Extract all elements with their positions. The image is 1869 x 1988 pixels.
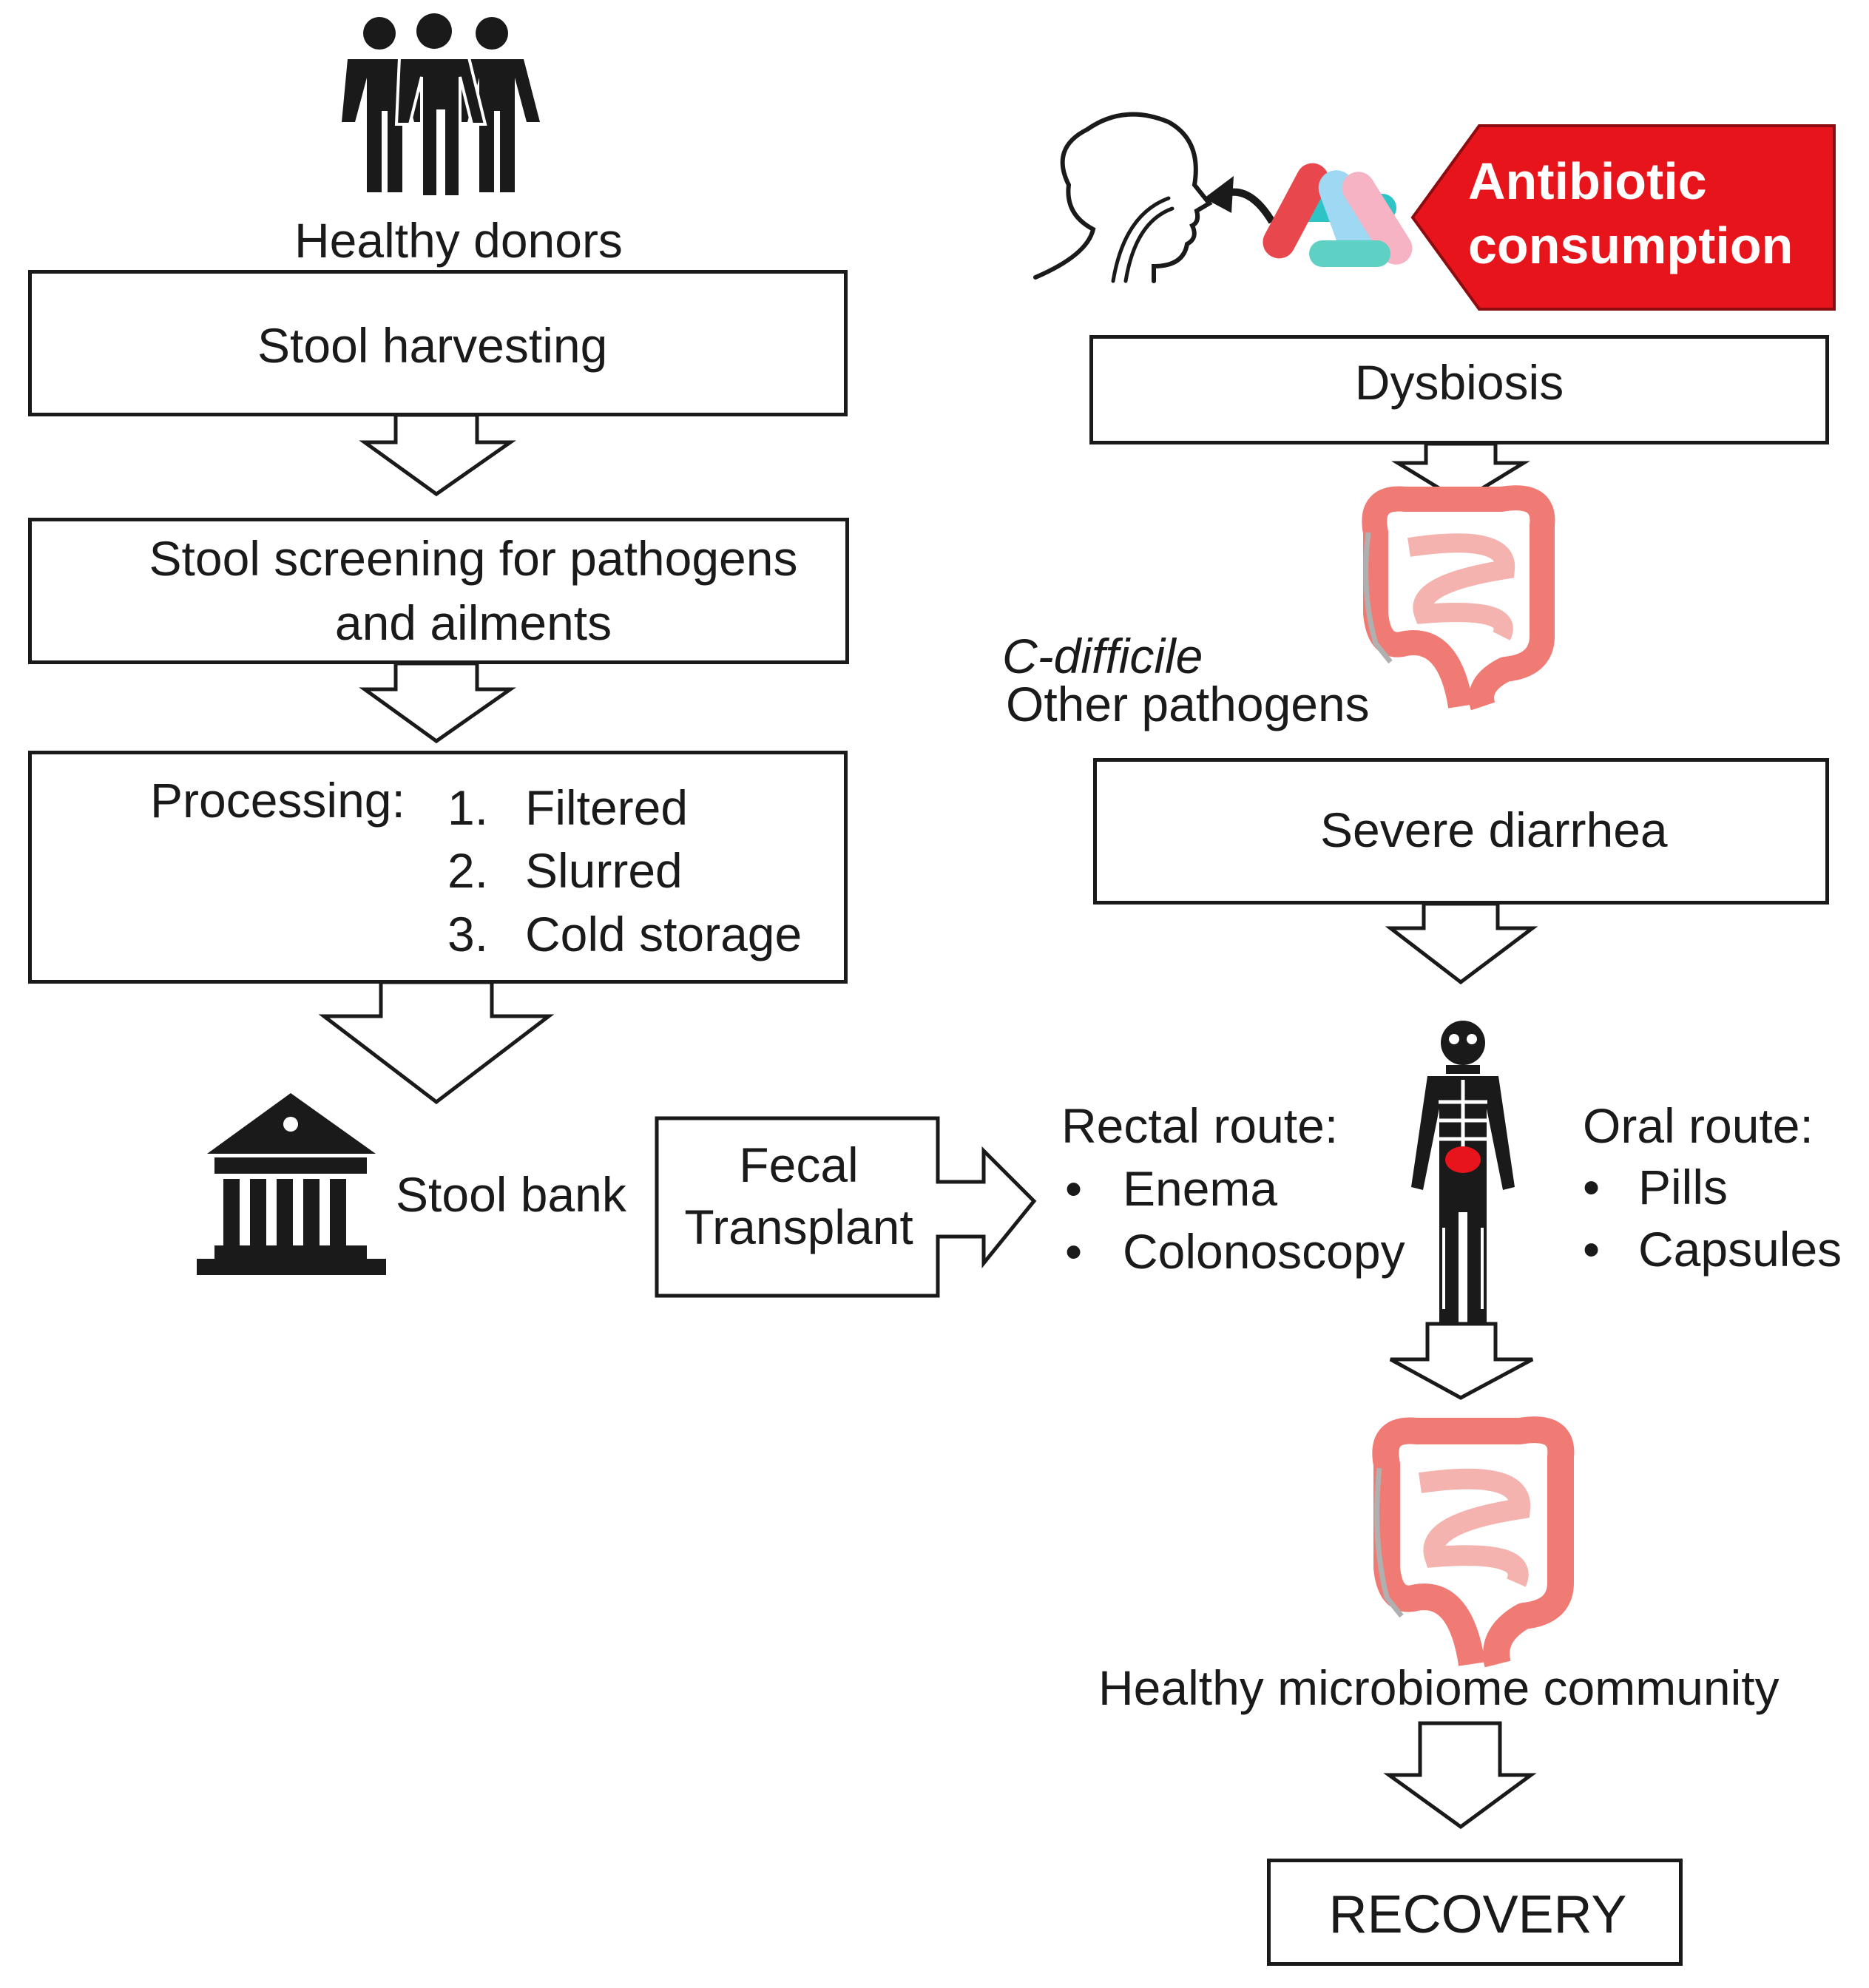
- processing-step-text: Filtered: [525, 780, 689, 835]
- processing-step-text: Cold storage: [525, 907, 802, 961]
- antibiotic-banner: [1410, 124, 1836, 311]
- antibiotic-line1: Antibiotic: [1468, 152, 1707, 210]
- rectal-route-title: Rectal route:: [1061, 1098, 1339, 1153]
- skeleton-icon: [1411, 1021, 1515, 1331]
- rectal-route-item: Colonoscopy: [1123, 1224, 1405, 1279]
- down-arrow-1: [359, 413, 516, 497]
- colon-icon-1: [1362, 485, 1555, 711]
- down-arrow-6: [1389, 1322, 1534, 1400]
- stool-screening-line1: Stool screening for pathogens: [149, 531, 798, 586]
- people-icon: [342, 13, 540, 198]
- healthy-donors-label: Healthy donors: [294, 213, 623, 268]
- stool-bank-label: Stool bank: [396, 1167, 626, 1222]
- head-profile-icon: [1033, 112, 1213, 283]
- stool-harvesting-label: Stool harvesting: [257, 318, 608, 373]
- oral-route-title: Oral route:: [1583, 1098, 1814, 1153]
- processing-step-number: 2.: [447, 843, 489, 898]
- pills-icon: [1263, 163, 1413, 267]
- list-bullet: •: [1583, 1222, 1601, 1277]
- down-arrow-4: [1391, 442, 1530, 504]
- stool-harvesting-box: [28, 270, 848, 416]
- fecal-transplant-line1: Fecal: [739, 1137, 859, 1192]
- bank-icon: [197, 1093, 386, 1275]
- down-arrow-5-outline: [1385, 902, 1538, 985]
- down-arrow-2: [359, 661, 516, 744]
- colon-icon-2: [1372, 1416, 1575, 1668]
- healthy-microbiome-label: Healthy microbiome community: [1098, 1660, 1780, 1715]
- dysbiosis-box: [1089, 335, 1829, 444]
- severe-diarrhea-box: [1093, 758, 1829, 905]
- list-bullet: •: [1065, 1161, 1083, 1216]
- curved-arrow-icon: [1204, 176, 1276, 224]
- processing-box: [28, 751, 848, 984]
- stool-screening-box: [28, 518, 849, 664]
- oral-route-item: Pills: [1638, 1160, 1728, 1214]
- processing-step-number: 1.: [447, 780, 489, 835]
- antibiotic-line2: consumption: [1468, 217, 1794, 274]
- down-arrow-3: [318, 980, 555, 1105]
- recovery-label: RECOVERY: [1328, 1885, 1627, 1944]
- other-pathogens-label: Other pathogens: [1006, 677, 1370, 731]
- fecal-transplant-line2: Transplant: [684, 1200, 913, 1254]
- processing-step-number: 3.: [447, 907, 489, 961]
- transplant-arrow: [655, 1116, 1037, 1298]
- oral-route-item: Capsules: [1638, 1222, 1842, 1277]
- list-bullet: •: [1583, 1160, 1601, 1214]
- processing-step-text: Slurred: [525, 843, 683, 898]
- recovery-box: [1267, 1859, 1683, 1966]
- c-difficile-label: C-difficile: [1002, 629, 1203, 683]
- stool-screening-line2: and ailments: [334, 595, 612, 650]
- down-arrow-7: [1383, 1721, 1537, 1830]
- rectal-route-item: Enema: [1123, 1161, 1278, 1216]
- dysbiosis-label: Dysbiosis: [1354, 355, 1564, 410]
- list-bullet: •: [1065, 1224, 1083, 1279]
- processing-label: Processing:: [150, 773, 405, 828]
- severe-diarrhea-label: Severe diarrhea: [1320, 802, 1668, 857]
